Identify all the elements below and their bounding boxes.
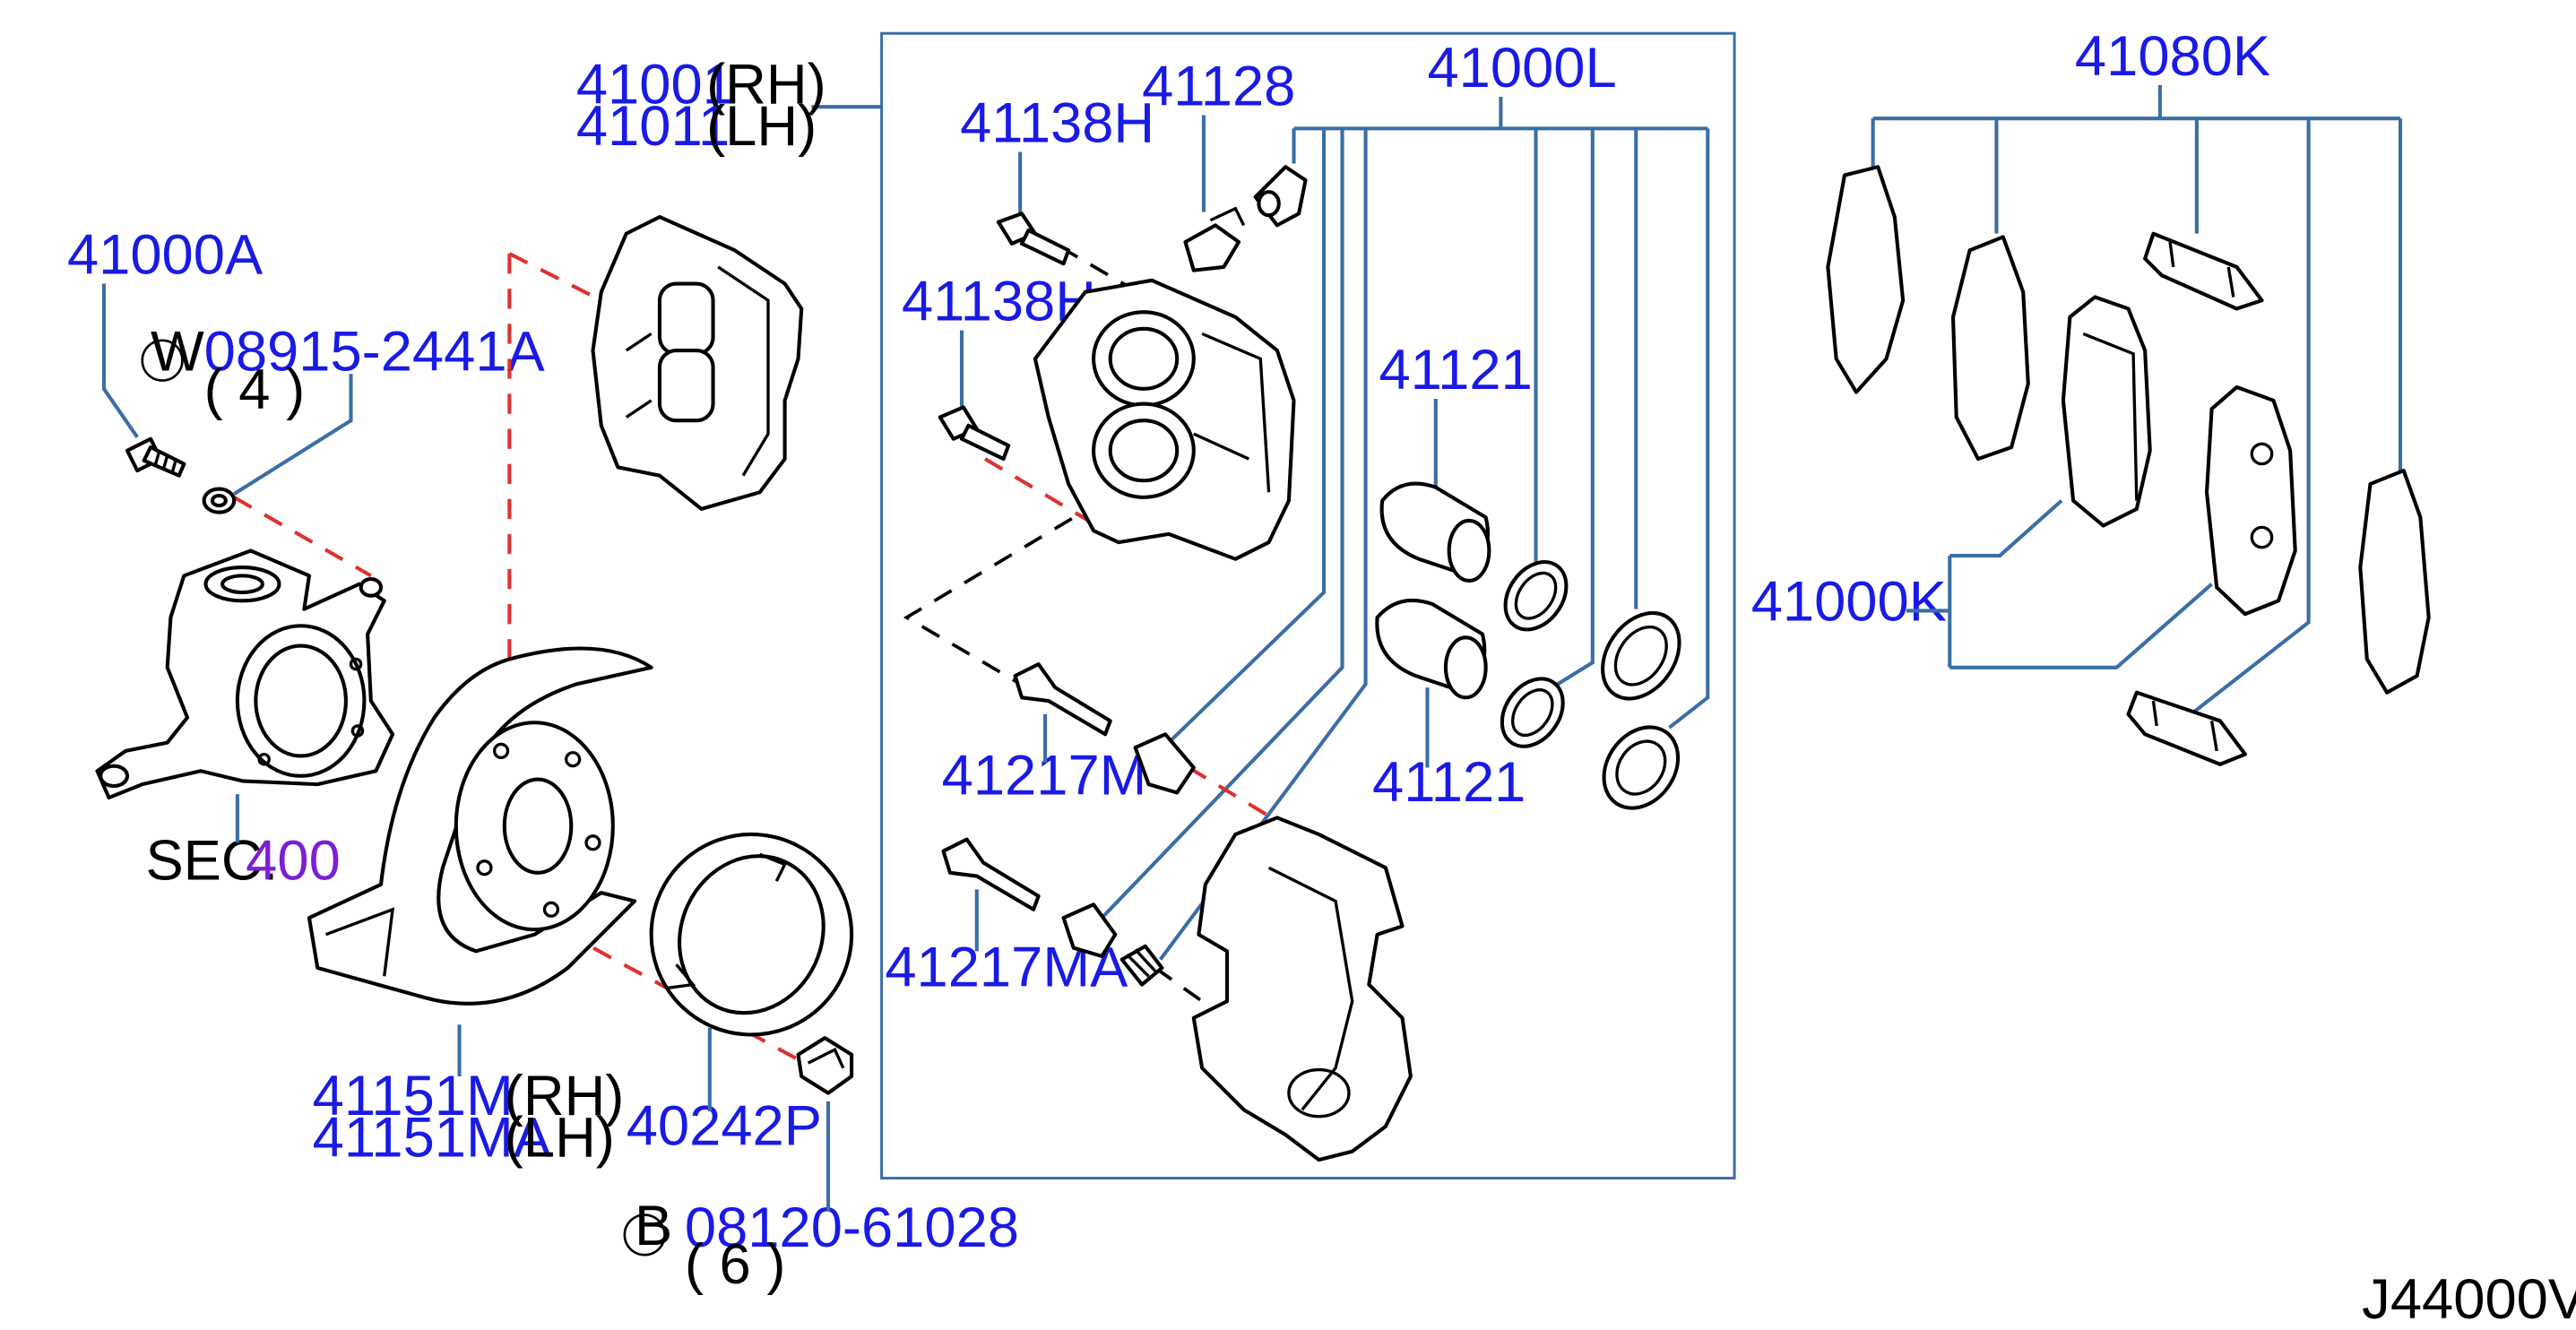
diagram-code: J44000VS xyxy=(2362,1268,2576,1330)
bolt-41000A-icon[interactable] xyxy=(125,436,186,478)
label-41000L[interactable]: 41000L xyxy=(1427,37,1616,99)
bleeder-41128-icon[interactable] xyxy=(1183,206,1246,272)
label-08915-qty: ( 4 ) xyxy=(204,358,306,421)
caliper-group-frame xyxy=(880,31,1736,1180)
bolt-41138H-mid-icon[interactable] xyxy=(938,405,1011,462)
label-41001[interactable]: 41001 xyxy=(576,53,734,116)
w-symbol-circle xyxy=(141,339,184,382)
label-41151M-side: (RH) xyxy=(505,1065,625,1127)
label-41151MA-side: (LH) xyxy=(505,1106,615,1169)
label-41128[interactable]: 41128 xyxy=(1142,55,1295,117)
sec-prefix: SEC. xyxy=(145,829,278,892)
backing-plate-40242P-icon[interactable] xyxy=(618,801,885,1067)
label-41000K[interactable]: 41000K xyxy=(1751,571,1947,634)
pad-shim-2-icon[interactable] xyxy=(1950,235,2030,462)
label-40242P[interactable]: 40242P xyxy=(627,1094,822,1157)
w-symbol: W xyxy=(151,320,204,383)
seal-top-icon[interactable] xyxy=(1493,550,1579,641)
pad-clip-2-icon[interactable] xyxy=(2126,690,2247,766)
bolt-41138H-top-icon[interactable] xyxy=(996,212,1071,266)
sec-number[interactable]: 400 xyxy=(246,829,341,892)
label-41121-bottom[interactable]: 41121 xyxy=(1372,751,1526,814)
label-41151M[interactable]: 41151M xyxy=(313,1065,514,1127)
label-41000A[interactable]: 41000A xyxy=(67,223,264,286)
steering-knuckle-icon[interactable] xyxy=(95,548,395,800)
boot-bottom-icon[interactable] xyxy=(1589,712,1694,822)
b-symbol: B xyxy=(635,1195,672,1257)
brake-pad-outer-icon[interactable] xyxy=(2204,384,2297,617)
label-41080K[interactable]: 41080K xyxy=(2075,25,2270,88)
pad-shim-3-icon[interactable] xyxy=(2358,469,2431,695)
piston-41121-bottom-icon[interactable] xyxy=(1375,598,1488,700)
pin-boot-bottom-icon[interactable] xyxy=(1061,902,1118,958)
label-08120-61028[interactable]: 08120-61028 xyxy=(685,1196,1019,1259)
label-41151MA[interactable]: 41151MA xyxy=(313,1106,552,1169)
label-41011-side: (LH) xyxy=(706,95,817,158)
piston-41121-top-icon[interactable] xyxy=(1379,481,1491,583)
label-41121-top[interactable]: 41121 xyxy=(1379,339,1532,402)
slide-pin-41217M-icon[interactable] xyxy=(1013,662,1112,737)
boot-top-icon[interactable] xyxy=(1586,599,1695,713)
brake-pad-inner-icon[interactable] xyxy=(2061,295,2152,528)
caliper-41001-icon[interactable] xyxy=(591,215,804,511)
bolt-08120-icon[interactable] xyxy=(796,1036,854,1095)
dust-shield-41151M-icon[interactable] xyxy=(307,646,653,1006)
label-41011[interactable]: 41011 xyxy=(576,95,730,158)
pin-boot-top-icon[interactable] xyxy=(1133,732,1196,795)
label-41138H-top[interactable]: 41138H xyxy=(960,91,1154,154)
caliper-center-icon[interactable] xyxy=(1033,278,1296,561)
washer-08915-icon[interactable] xyxy=(202,487,237,514)
label-08120-qty: ( 6 ) xyxy=(685,1233,786,1296)
caliper-bracket-icon[interactable] xyxy=(1191,816,1413,1162)
seal-bottom-icon[interactable] xyxy=(1490,667,1576,757)
pad-clip-1-icon[interactable] xyxy=(2143,231,2264,311)
pin-spring-icon[interactable] xyxy=(1119,944,1164,987)
bleeder-cap-icon[interactable] xyxy=(1253,165,1308,228)
slide-pin-41217MA-icon[interactable] xyxy=(941,837,1041,911)
label-41001-side: (RH) xyxy=(706,53,826,116)
pad-shim-1-icon[interactable] xyxy=(1826,165,1906,394)
leader-lines xyxy=(101,84,2403,1212)
b-symbol-circle xyxy=(623,1213,666,1257)
label-08915-2441A[interactable]: 08915-2441A xyxy=(204,320,546,383)
